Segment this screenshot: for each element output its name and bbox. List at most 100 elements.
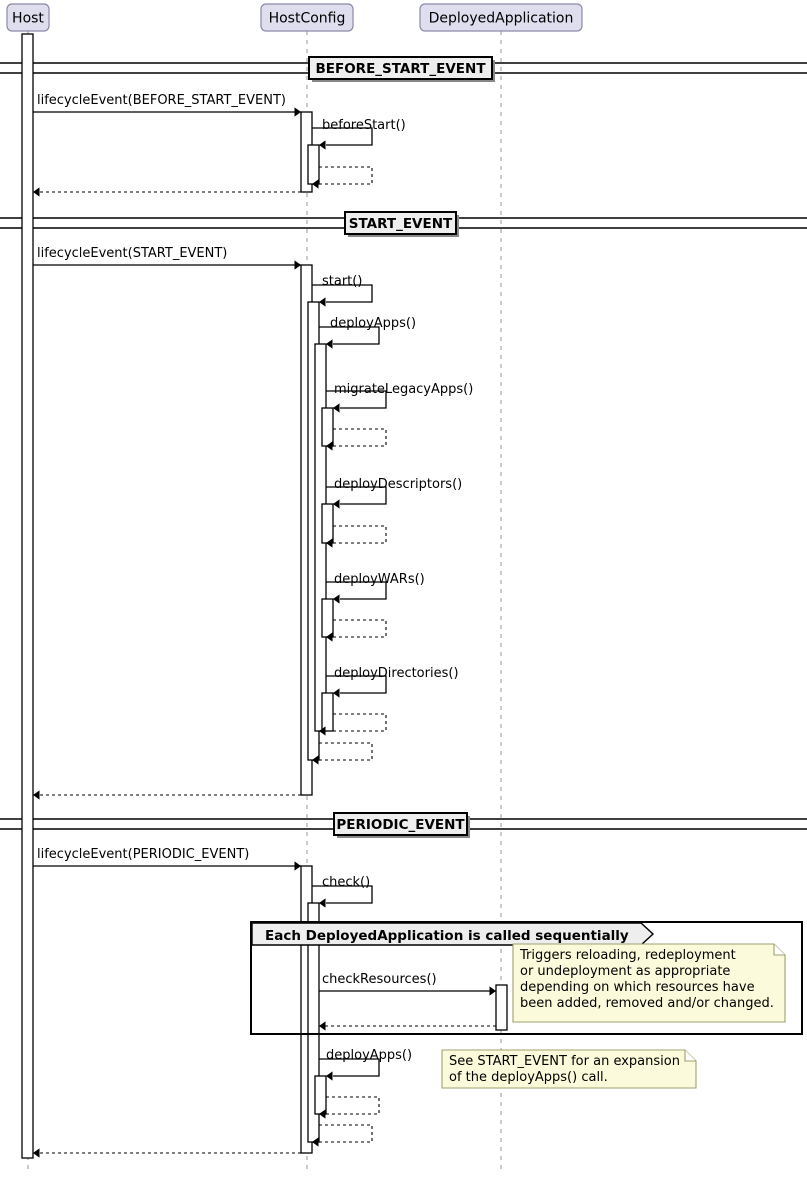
message-m6: start() xyxy=(312,274,373,307)
note-fold-corner xyxy=(773,944,785,956)
message-m11 xyxy=(326,525,387,548)
participant-label: HostConfig xyxy=(269,11,346,27)
message-self-path xyxy=(326,675,387,694)
message-label: lifecycleEvent(START_EVENT) xyxy=(37,246,227,261)
message-m7: deployApps() xyxy=(319,316,416,349)
act-hc-directories xyxy=(321,692,334,732)
groups-layer: Each DeployedApplication is called seque… xyxy=(250,921,803,1035)
act-hc-wars xyxy=(321,598,334,638)
message-m14: deployDirectories() xyxy=(326,666,459,698)
message-m4 xyxy=(33,187,301,197)
message-m16 xyxy=(312,742,373,765)
message-self-path xyxy=(319,742,373,761)
message-label: deployWARs() xyxy=(334,572,425,587)
group-sequential: Each DeployedApplication is called seque… xyxy=(250,921,803,1035)
participant-deployedapplication[interactable]: DeployedApplication xyxy=(419,3,583,32)
participant-label: DeployedApplication xyxy=(429,11,574,27)
arrowhead xyxy=(319,898,326,908)
arrowhead xyxy=(326,339,333,349)
note-fold-corner xyxy=(684,1050,696,1062)
message-self-path xyxy=(326,486,387,505)
participant-box[interactable] xyxy=(260,3,354,32)
message-self-path xyxy=(326,390,387,409)
message-m8: migrateLegacyApps() xyxy=(326,382,473,413)
divider-start: START_EVENT xyxy=(344,211,459,237)
note-line: of the deployApps() call. xyxy=(449,1070,608,1085)
note-line: or undeployment as appropriate xyxy=(520,964,730,979)
note-body xyxy=(512,943,786,1023)
arrowhead xyxy=(312,1137,319,1147)
message-label: check() xyxy=(322,875,370,890)
message-m10: deployDescriptors() xyxy=(326,477,462,509)
group-frame xyxy=(250,921,803,1035)
message-m5: lifecycleEvent(START_EVENT) xyxy=(33,246,301,270)
message-self-path xyxy=(319,326,380,345)
message-label: beforeStart() xyxy=(322,118,406,133)
message-m12: deployWARs() xyxy=(326,572,425,604)
message-label: deployDescriptors() xyxy=(334,477,462,492)
arrowhead xyxy=(312,179,319,189)
participant-label: Host xyxy=(12,11,44,27)
message-m19: check() xyxy=(312,875,373,908)
arrowhead xyxy=(326,632,333,642)
message-self-path xyxy=(326,1096,380,1115)
act-hc-deployapps2 xyxy=(314,1075,327,1115)
message-label: start() xyxy=(322,274,362,289)
participants-layer: Host HostConfig DeployedApplication xyxy=(6,3,583,32)
act-hc-migrate xyxy=(321,407,334,447)
message-m13 xyxy=(326,619,387,642)
participant-box[interactable] xyxy=(419,3,583,32)
arrowhead xyxy=(489,986,496,996)
message-self-path xyxy=(312,885,373,904)
participant-hostconfig[interactable]: HostConfig xyxy=(260,3,354,32)
message-self-path xyxy=(333,619,387,638)
message-label: lifecycleEvent(BEFORE_START_EVENT) xyxy=(37,93,286,108)
arrowhead xyxy=(294,861,301,871)
group-tab-label: Each DeployedApplication is called seque… xyxy=(265,928,629,944)
activations-layer xyxy=(21,33,508,1159)
divider-periodic: PERIODIC_EVENT xyxy=(333,812,470,838)
message-m20: checkResources() xyxy=(319,972,496,996)
message-m9 xyxy=(326,428,387,451)
arrowhead xyxy=(326,538,333,548)
arrowhead xyxy=(33,790,40,800)
participant-box[interactable] xyxy=(6,3,50,32)
note-line: Triggers reloading, redeployment xyxy=(519,948,736,963)
message-m22: deployApps() xyxy=(319,1048,412,1081)
message-m25 xyxy=(33,1148,301,1158)
message-label: migrateLegacyApps() xyxy=(334,382,473,397)
message-m2: beforeStart() xyxy=(312,118,406,150)
arrowhead xyxy=(312,755,319,765)
note-line: See START_EVENT for an expansion xyxy=(449,1054,680,1069)
divider-labels-layer: BEFORE_START_EVENT START_EVENT PERIODIC_EV… xyxy=(308,56,495,838)
message-self-path xyxy=(326,713,387,732)
act-hc-before-start-self xyxy=(307,144,320,185)
message-m24 xyxy=(312,1124,373,1147)
message-self-path xyxy=(312,127,373,146)
act-hc-descriptors xyxy=(321,503,334,544)
act-da-checkres xyxy=(495,984,508,1031)
divider-label: BEFORE_START_EVENT xyxy=(315,61,486,77)
arrowhead xyxy=(333,403,340,413)
divider-label: START_EVENT xyxy=(349,216,453,232)
participant-host[interactable]: Host xyxy=(6,3,50,32)
message-m17 xyxy=(33,790,301,800)
arrowhead xyxy=(319,726,326,736)
message-m1: lifecycleEvent(BEFORE_START_EVENT) xyxy=(33,93,301,117)
message-self-path xyxy=(319,1124,373,1143)
divider-box xyxy=(333,812,468,836)
message-label: checkResources() xyxy=(322,972,437,987)
message-m3 xyxy=(312,166,373,189)
arrowhead xyxy=(294,260,301,270)
act-host-main xyxy=(21,33,34,1159)
arrowhead xyxy=(333,688,340,698)
note-line: been added, removed and/or changed. xyxy=(520,996,774,1011)
message-m23 xyxy=(319,1096,380,1119)
divider-box xyxy=(308,56,493,80)
message-self-path xyxy=(333,525,387,544)
